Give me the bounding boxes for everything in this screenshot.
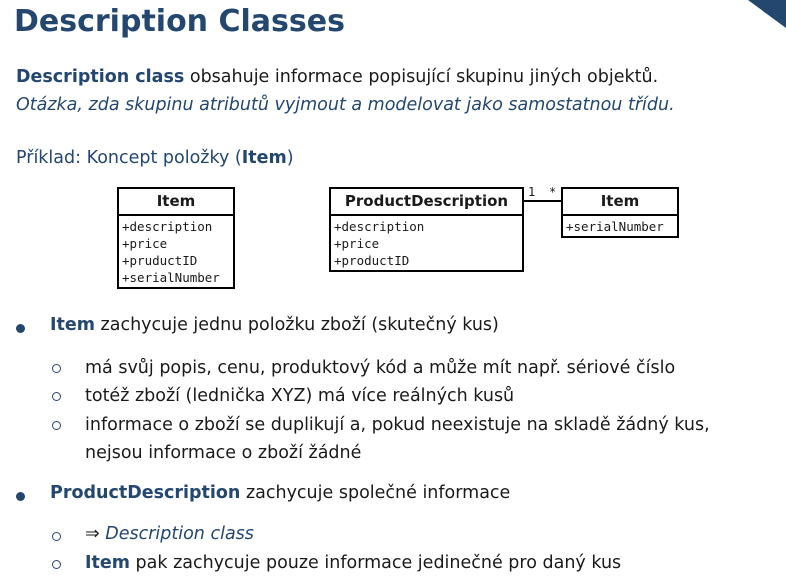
sub-bullet-text: informace o zboží se duplikují a, pokud … xyxy=(85,415,710,435)
sub-bullet-item: ⇒ Description class xyxy=(85,521,254,547)
page-title: Description Classes xyxy=(14,4,345,39)
sub-bullet-ring xyxy=(52,560,61,569)
uml-attribute: +description xyxy=(122,219,213,234)
bullet-text: zachycuje jednu položku zboží (skutečný … xyxy=(94,315,499,335)
sub-bullet-text: totéž zboží (lednička XYZ) má více reáln… xyxy=(85,386,515,406)
bullet-item: ProductDescription zachycuje společné in… xyxy=(50,483,510,503)
uml-attribute-list: +serialNumber xyxy=(563,216,677,237)
bullet-item: Item zachycuje jednu položku zboží (skut… xyxy=(50,315,499,335)
intro-paragraph: Description class obsahuje informace pop… xyxy=(16,63,675,119)
uml-attribute-list: +description +price +productID xyxy=(331,216,522,271)
uml-attribute: +description xyxy=(334,219,425,234)
uml-class-name: Item xyxy=(563,189,677,216)
sub-bullet-text-continued: nejsou informace o zboží žádné xyxy=(85,443,362,463)
sub-bullet-text: pak zachycuje pouze informace jedinečné … xyxy=(129,553,622,573)
multiplicity-one: 1 xyxy=(528,185,536,199)
sub-bullet-text: má svůj popis, cenu, produktový kód a mů… xyxy=(85,358,676,378)
intro-question: Otázka, zda skupinu atributů vyjmout a m… xyxy=(16,95,675,115)
sub-bullet-ring xyxy=(52,364,61,373)
uml-class-name: Item xyxy=(119,189,233,216)
intro-term: Description class xyxy=(16,67,185,87)
sub-bullet-ring xyxy=(52,532,61,541)
bullet-text: zachycuje společné informace xyxy=(240,483,511,503)
bullet-term: Item xyxy=(50,315,95,335)
uml-class-item-right: Item +serialNumber xyxy=(561,187,679,238)
uml-attribute: +serialNumber xyxy=(122,270,220,285)
sub-bullet-ring xyxy=(52,392,61,401)
bullet-term: ProductDescription xyxy=(50,483,241,503)
example-term: Item xyxy=(241,148,287,168)
uml-class-name: ProductDescription xyxy=(331,189,522,216)
corner-decoration xyxy=(748,0,786,28)
uml-attribute: +price xyxy=(122,236,168,251)
example-suffix: ) xyxy=(286,148,294,168)
multiplicity-many: * xyxy=(549,185,557,199)
example-line: Příklad: Koncept položky (Item) xyxy=(16,148,294,168)
uml-class-product-description: ProductDescription +description +price +… xyxy=(329,187,524,272)
bullet-dot xyxy=(16,492,25,501)
uml-attribute: +price xyxy=(334,236,380,251)
sub-bullet-term: Item xyxy=(85,553,130,573)
bullet-dot xyxy=(16,324,25,333)
uml-attribute: +productID xyxy=(334,253,410,268)
sub-bullet-ring xyxy=(52,421,61,430)
uml-class-item-left: Item +description +price +pruductID +ser… xyxy=(117,187,235,289)
example-prefix: Příklad: Koncept položky ( xyxy=(16,148,242,168)
sub-bullet-item: Item pak zachycuje pouze informace jedin… xyxy=(85,550,621,576)
sub-bullet-emph: Description class xyxy=(99,524,254,544)
intro-text: obsahuje informace popisující skupinu ji… xyxy=(184,67,659,87)
implies-arrow: ⇒ xyxy=(85,524,100,544)
uml-attribute-list: +description +price +pruductID +serialNu… xyxy=(119,216,233,288)
uml-attribute: +serialNumber xyxy=(566,219,664,234)
uml-attribute: +pruductID xyxy=(122,253,198,268)
uml-association-line xyxy=(522,200,562,202)
